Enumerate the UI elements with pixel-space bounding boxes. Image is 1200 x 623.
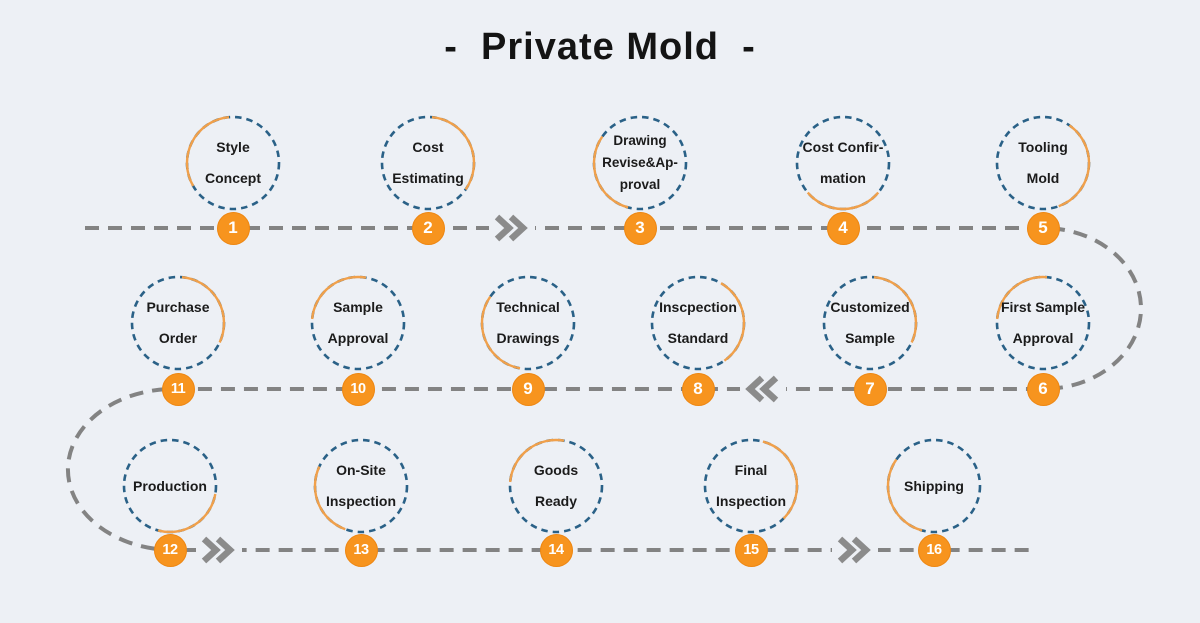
chevron-left-icon — [740, 375, 786, 403]
step-node-4: Cost Confir- mation 4 — [783, 103, 903, 253]
orange-arc — [995, 275, 1048, 320]
step-node-6: First Sample Approval 6 — [983, 263, 1103, 413]
step-label: Sample Approval — [327, 299, 389, 346]
orange-arc — [592, 135, 629, 209]
orange-arc — [806, 191, 880, 211]
step-node-3: Drawing Revise&Ap- proval 3 — [580, 103, 700, 253]
step-node-12: Production 12 — [110, 426, 230, 576]
dashed-circle — [480, 275, 576, 371]
dashed-circle — [822, 275, 918, 371]
step-number-badge: 16 — [917, 533, 951, 567]
orange-arc — [185, 115, 230, 187]
step-node-14: Goods Ready 14 — [496, 426, 616, 576]
dashed-circle — [995, 115, 1091, 211]
dashed-circle — [795, 115, 891, 211]
step-number-badge: 14 — [539, 533, 573, 567]
dashed-circle — [122, 438, 218, 534]
step-node-9: Technical Drawings 9 — [468, 263, 588, 413]
orange-arc — [310, 275, 367, 320]
step-label: Drawing Revise&Ap- proval — [602, 132, 678, 193]
dashed-circle — [508, 438, 604, 534]
step-number-badge: 7 — [853, 372, 887, 406]
step-number-badge: 2 — [411, 211, 445, 245]
step-node-13: On-Site Inspection 13 — [301, 426, 421, 576]
orange-arc — [157, 493, 217, 534]
dashed-circle — [185, 115, 281, 211]
step-number-badge: 9 — [511, 372, 545, 406]
dashed-circle — [130, 275, 226, 371]
orange-arc — [886, 458, 923, 532]
step-node-11: Purchase Order 11 — [118, 263, 238, 413]
step-number-badge: 6 — [1026, 372, 1060, 406]
orange-arc — [720, 282, 746, 362]
step-node-15: Final Inspection 15 — [691, 426, 811, 576]
dashed-circle — [592, 115, 688, 211]
dashed-circle — [313, 438, 409, 534]
dashed-circle — [650, 275, 746, 371]
step-number-badge: 8 — [681, 372, 715, 406]
chevron-right-icon — [832, 536, 878, 564]
step-label: Customized Sample — [830, 299, 910, 346]
step-label: On-Site Inspection — [325, 462, 396, 509]
step-number-badge: 1 — [216, 211, 250, 245]
step-node-8: Inscpection Standard 8 — [638, 263, 758, 413]
orange-arc — [313, 466, 346, 531]
orange-arc — [431, 115, 476, 191]
step-label: Goods Ready — [533, 462, 579, 509]
step-number-badge: 15 — [734, 533, 768, 567]
step-node-2: Cost Estimating 2 — [368, 103, 488, 253]
dashed-circle — [310, 275, 406, 371]
step-label: Technical Drawings — [496, 299, 560, 346]
step-number-badge: 10 — [341, 372, 375, 406]
dashed-circle — [886, 438, 982, 534]
step-number-badge: 5 — [1026, 211, 1060, 245]
step-number-badge: 11 — [161, 372, 195, 406]
step-label: Inscpection Standard — [659, 299, 737, 346]
step-node-7: Customized Sample 7 — [810, 263, 930, 413]
step-label: Style Concept — [205, 139, 261, 186]
dashed-circle — [995, 275, 1091, 371]
orange-arc — [480, 295, 521, 370]
step-node-10: Sample Approval 10 — [298, 263, 418, 413]
step-number-badge: 4 — [826, 211, 860, 245]
orange-arc — [181, 275, 226, 343]
step-number-badge: 3 — [623, 211, 657, 245]
dashed-circle — [703, 438, 799, 534]
step-node-5: Tooling Mold 5 — [983, 103, 1103, 253]
chevron-right-icon — [489, 214, 535, 242]
step-node-16: Shipping 16 — [874, 426, 994, 576]
step-number-badge: 13 — [344, 533, 378, 567]
step-node-1: Style Concept 1 — [173, 103, 293, 253]
step-number-badge: 12 — [153, 533, 187, 567]
chevron-right-icon — [196, 536, 242, 564]
step-label: Purchase Order — [146, 299, 210, 346]
step-label: Production — [133, 477, 207, 494]
orange-arc — [1058, 124, 1091, 208]
step-label: Cost Estimating — [392, 139, 464, 186]
orange-arc — [873, 275, 918, 343]
step-label: Final Inspection — [715, 462, 786, 509]
step-label: First Sample Approval — [1000, 299, 1086, 346]
step-label: Shipping — [904, 477, 964, 494]
dashed-circle — [380, 115, 476, 211]
orange-arc — [762, 440, 799, 520]
step-label: Cost Confir- mation — [802, 139, 884, 186]
page-title: - Private Mold - — [444, 26, 756, 68]
orange-arc — [508, 438, 565, 483]
step-label: Tooling Mold — [1018, 139, 1068, 186]
